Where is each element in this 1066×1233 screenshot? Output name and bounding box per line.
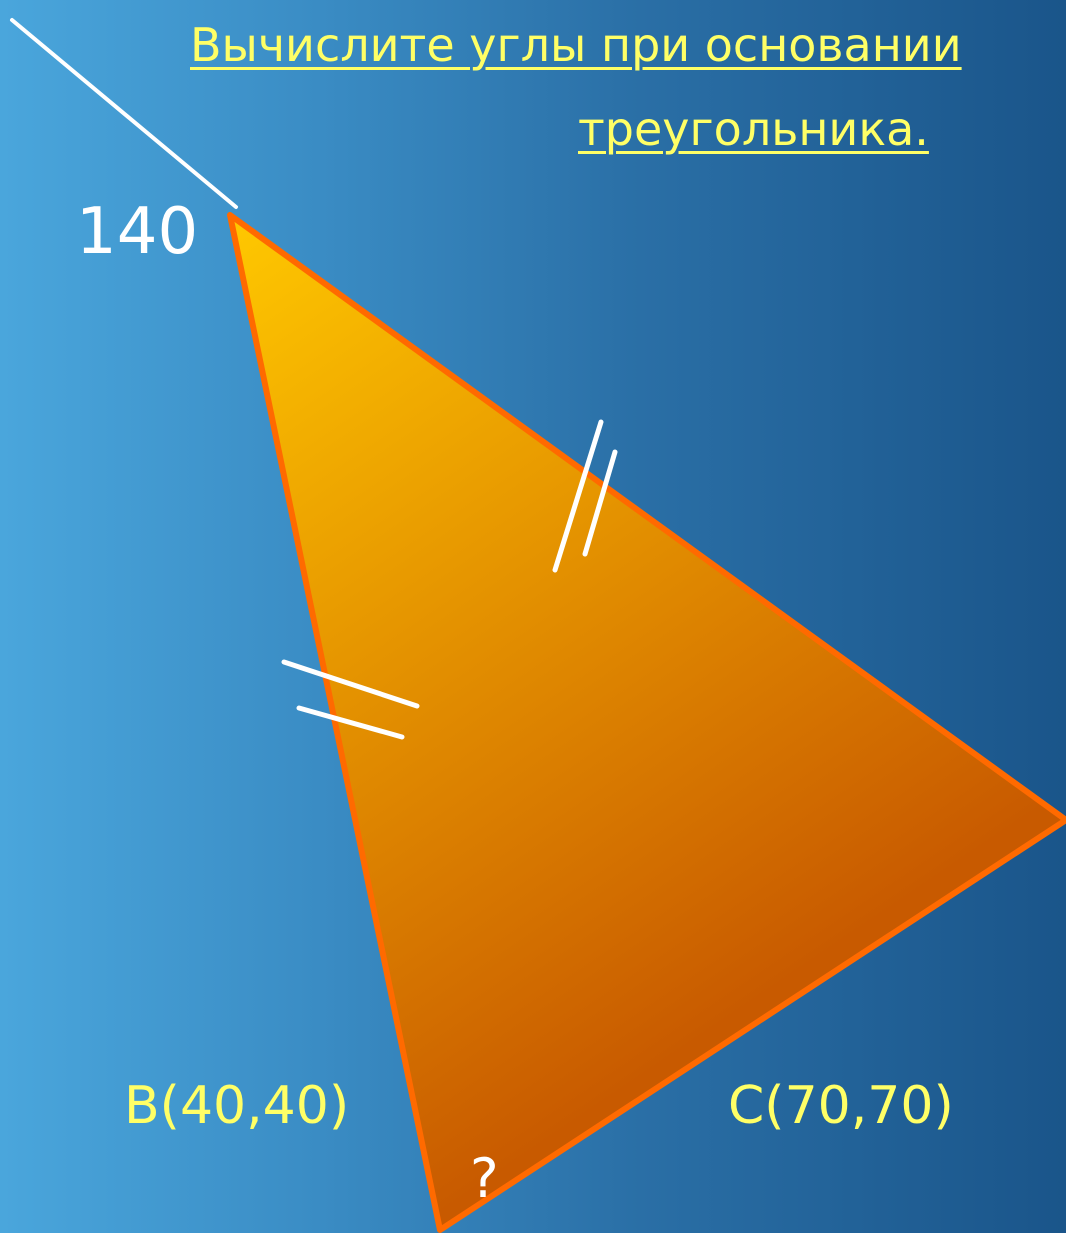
exterior-angle-extension-line [10,18,238,209]
exterior-angle-label: 140 [76,195,199,269]
slide-title-line-1: Вычислите углы при основании [190,18,962,72]
equal-side-tick-right-1 [552,419,604,573]
vertex-b-label: В(40,40) [124,1076,350,1136]
triangle [227,212,1066,1233]
vertex-c-label: С(70,70) [728,1076,954,1136]
equal-side-tick-left-2 [296,705,405,740]
equal-side-tick-right-2 [582,449,618,557]
unknown-angle-label: ? [470,1147,499,1210]
slide-title-line-2: треугольника. [578,102,929,156]
equal-side-tick-left-1 [281,659,420,709]
